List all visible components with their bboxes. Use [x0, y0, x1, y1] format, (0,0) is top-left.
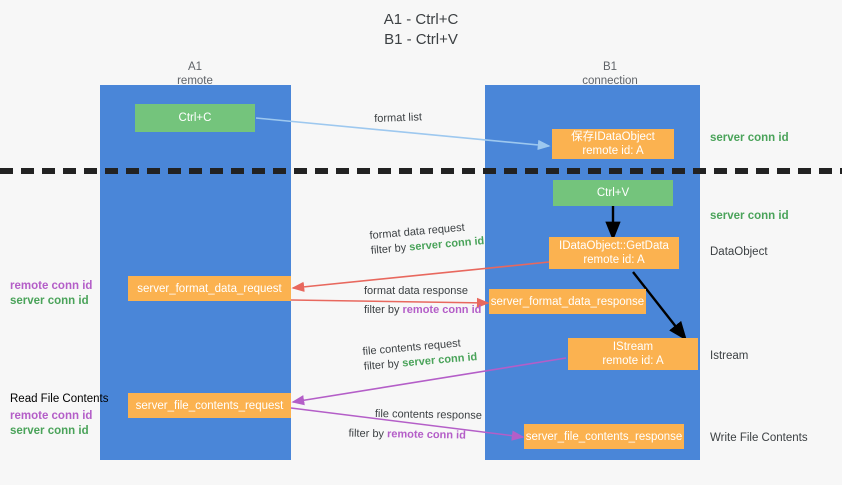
edge-file-contents-response — [290, 407, 525, 441]
left-label-server-conn-id-2: server conn id — [10, 425, 89, 437]
column-header-a1: A1 remote — [115, 60, 275, 88]
left-label-remote-conn-id-1: remote conn id — [10, 280, 93, 292]
filter-id-remote: remote conn id — [386, 428, 466, 442]
node-server-format-data-request-label: server_format_data_request — [137, 282, 282, 295]
column-b1-sub: connection — [582, 75, 638, 87]
filter-prefix: filter by — [364, 304, 403, 316]
edge-format-data-request — [291, 261, 550, 292]
column-a1-sub: remote — [177, 75, 213, 87]
node-save-idataobject-sub: remote id: A — [582, 145, 644, 157]
node-server-format-data-request[interactable]: server_format_data_request — [128, 276, 291, 301]
node-server-file-contents-response[interactable]: server_file_contents_response — [524, 424, 684, 449]
left-label-server-conn-id-1: server conn id — [10, 295, 89, 307]
right-label-server-conn-id-2: server conn id — [710, 210, 789, 222]
node-ctrl-v[interactable]: Ctrl+V — [553, 180, 673, 206]
right-label-istream: Istream — [710, 350, 749, 362]
node-getdata[interactable]: IDataObject::GetData remote id: A — [549, 237, 679, 269]
node-getdata-sub: remote id: A — [583, 254, 645, 266]
filter-prefix: filter by — [370, 241, 410, 257]
node-server-file-contents-request-label: server_file_contents_request — [135, 399, 284, 412]
node-server-format-data-response[interactable]: server_format_data_response — [489, 289, 646, 314]
left-label-read-file-contents: Read File Contents — [10, 393, 109, 405]
node-server-file-contents-response-label: server_file_contents_response — [525, 430, 683, 443]
node-save-idataobject[interactable]: 保存IDataObject remote id: A — [552, 129, 674, 159]
column-a1-name: A1 — [187, 61, 203, 73]
edge-label-format-list: format list — [374, 111, 423, 125]
filter-prefix: filter by — [363, 357, 403, 373]
edge-label-file-contents-response: file contents response filter by remote … — [348, 407, 482, 444]
edge-label-format-data-response-filter: filter by remote conn id — [364, 303, 481, 318]
filter-prefix: filter by — [348, 427, 388, 441]
edge-getdata-to-istream — [632, 271, 687, 341]
edge-format-list — [255, 117, 551, 151]
left-label-remote-conn-id-2: remote conn id — [10, 410, 93, 422]
right-label-write-file-contents: Write File Contents — [710, 432, 808, 444]
node-ctrl-c-label: Ctrl+C — [178, 112, 212, 124]
node-istream[interactable]: IStream remote id: A — [568, 338, 698, 370]
left-label-group-1: remote conn id server conn id — [10, 279, 92, 309]
node-ctrl-v-label: Ctrl+V — [596, 187, 630, 199]
edge-label-file-contents-response-filter: filter by remote conn id — [348, 427, 481, 444]
right-label-dataobject: DataObject — [710, 246, 768, 258]
node-istream-sub: remote id: A — [602, 355, 664, 367]
edge-label-file-contents-response-text: file contents response — [374, 407, 482, 422]
title-line-1: A1 - Ctrl+C — [383, 11, 459, 28]
node-ctrl-c[interactable]: Ctrl+C — [135, 104, 255, 132]
edge-label-format-data-response: format data response filter by remote co… — [364, 284, 481, 318]
edge-format-data-response — [290, 297, 490, 308]
node-getdata-label: IDataObject::GetData — [559, 240, 669, 252]
title-line-2: B1 - Ctrl+V — [384, 31, 458, 48]
page-title: A1 - Ctrl+C B1 - Ctrl+V — [0, 10, 842, 50]
filter-id-remote: remote conn id — [402, 304, 482, 316]
edge-file-contents-request — [291, 357, 567, 406]
right-label-server-conn-id-1: server conn id — [710, 132, 789, 144]
node-server-file-contents-request[interactable]: server_file_contents_request — [128, 393, 291, 418]
phase-divider — [0, 168, 842, 174]
node-istream-label: IStream — [612, 341, 654, 353]
node-save-idataobject-label: 保存IDataObject — [571, 131, 655, 143]
column-header-b1: B1 connection — [530, 60, 690, 88]
edge-label-format-data-response-text: format data response — [364, 285, 468, 297]
node-server-format-data-response-label: server_format_data_response — [490, 295, 645, 308]
left-label-group-2: Read File Contents remote conn id server… — [10, 392, 108, 439]
column-b1-name: B1 — [602, 61, 618, 73]
